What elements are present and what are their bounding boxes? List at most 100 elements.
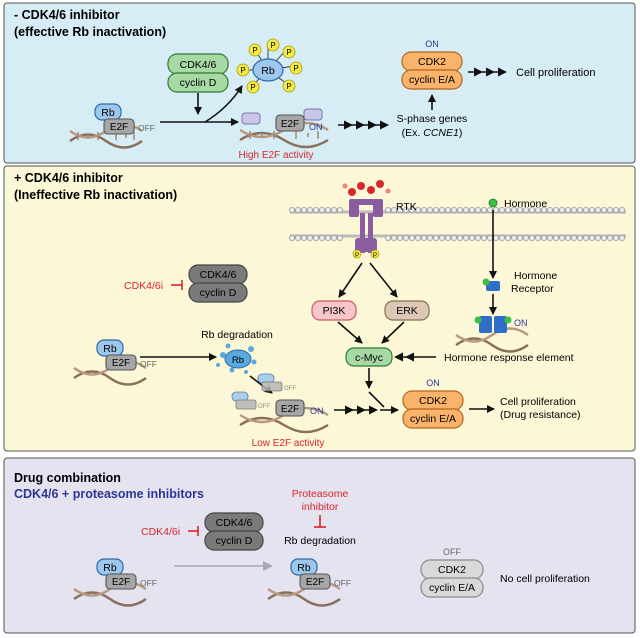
membrane-lipid-head [601,234,608,241]
membrane-lipid-head [450,234,457,241]
hormone-receptor-dimer-on: ON [455,316,529,353]
membrane-lipid-head [420,234,427,241]
membrane-lipid-head [571,206,578,213]
membrane-lipid-head [619,206,626,213]
membrane-lipid-head [456,234,463,241]
membrane-lipid-head [595,206,602,213]
phospho-rb-label: Rb [261,65,275,77]
phospho-p2: P [270,41,275,50]
cdk2-cyclinEA-on: ON CDK2 cyclin E/A [401,39,463,90]
hormone-response-element: Hormone response element [444,352,574,364]
cyclinD-label: cyclin D [180,77,217,89]
membrane-lipid-head [541,206,548,213]
membrane-lipid-head [426,234,433,241]
membrane-lipid-head [498,206,505,213]
membrane-lipid-head [414,234,421,241]
membrane-lipid-head [384,206,391,213]
rtk-ligands [342,180,391,196]
membrane-lipid-head [589,234,596,241]
cdk2-on-label: ON [425,39,439,49]
degraded-rb-label: Rb [232,355,244,366]
membrane-lipid-head [450,206,457,213]
membrane-lipid-head [390,206,397,213]
low-e2f-activity: Low E2F activity [252,438,325,449]
membrane-lipid-head [402,234,409,241]
cyclinEA-label: cyclin E/A [409,74,455,86]
membrane-lipid-head [312,234,319,241]
membrane-lipid-head [565,206,572,213]
off-label-2: OFF [140,359,157,369]
membrane-lipid-head [480,234,487,241]
membrane-lipid-head [559,206,566,213]
membrane-lipid-head [438,206,445,213]
panel2-title-line1: + CDK4/6 inhibitor [14,171,123,185]
phospho-p1: P [252,46,257,55]
membrane-lipid-head [517,234,524,241]
membrane-lipid-head [619,234,626,241]
membrane-lipid-head [336,234,343,241]
cmyc-node: c-Myc [345,347,393,367]
membrane-lipid-head [288,234,295,241]
background-rb-e2f-complexes: OFF OFF [231,373,296,410]
membrane-lipid-head [486,234,493,241]
inhibited-cdk46-label: CDK4/6 [200,269,237,281]
membrane-lipid-head [583,206,590,213]
membrane-lipid-head [510,234,517,241]
degraded-rb: Rb [216,343,257,374]
erk-node: ERK [384,300,430,321]
membrane-lipid-head [498,234,505,241]
e2f-on-label-2: E2F [281,404,299,415]
sphase-genes: S-phase genes [397,113,468,125]
e2f-on-low-complex: E2F ON Low E2F activity [239,399,329,449]
cyclinEA-label-3: cyclin E/A [429,582,475,594]
off-tiny-1: OFF [284,386,296,392]
membrane-lipid-head [306,234,313,241]
rb-e2f-off-complex-2: Rb E2F OFF [73,339,157,386]
hormone-receptor [482,278,500,291]
pi3k-node: PI3K [311,300,357,321]
membrane-lipid-head [456,206,463,213]
membrane-lipid-head [547,206,554,213]
membrane-lipid-head [312,206,319,213]
sphase-example: (Ex. CCNE1) [402,127,463,139]
membrane-lipid-head [402,206,409,213]
off-label-4: OFF [334,578,351,588]
off-label: OFF [138,123,155,133]
membrane-lipid-head [330,206,337,213]
cdk46-cyclinD-complex: CDK4/6 cyclin D [167,53,229,93]
panel1-title-line2: (effective Rb inactivation) [14,25,166,39]
e2f-label-4: E2F [306,577,324,588]
rb-label-2: Rb [103,343,117,355]
high-e2f-activity: High E2F activity [238,150,313,161]
e2f-on-complex: E2F ON High E2F activity [238,108,329,161]
cell-proliferation-2: Cell proliferation [500,396,576,408]
membrane-lipid-head [426,206,433,213]
off-label-3: OFF [140,578,157,588]
e2f-label-2: E2F [112,358,130,369]
membrane-lipid-head [288,206,295,213]
membrane-lipid-head [462,206,469,213]
hormone-ligand [488,198,498,208]
cdk2-label: CDK2 [418,56,446,68]
membrane-lipid-head [432,234,439,241]
e2f-label: E2F [110,122,128,133]
phospho-p6: P [250,83,255,92]
rb-degradation-label: Rb degradation [201,329,273,341]
cdk46i-label-2: CDK4/6i [141,526,180,538]
membrane-lipid-head [474,234,481,241]
inhibited-cdk46-cyclinD-2: CDK4/6 cyclin D [204,512,264,551]
membrane-lipid-head [324,206,331,213]
no-cell-proliferation: No cell proliferation [500,573,590,585]
membrane-lipid-head [613,234,620,241]
membrane-lipid-head [613,206,620,213]
membrane-lipid-head [414,206,421,213]
membrane-lipid-head [553,234,560,241]
membrane-lipid-head [390,234,397,241]
panel-drug-combination: Drug combination CDK4/6 + proteasome inh… [3,457,636,634]
phospho-p5: P [286,82,291,91]
proteasome-line2: inhibitor [302,501,339,513]
membrane-lipid-head [541,234,548,241]
cell-membrane [288,206,626,241]
membrane-lipid-head [444,234,451,241]
